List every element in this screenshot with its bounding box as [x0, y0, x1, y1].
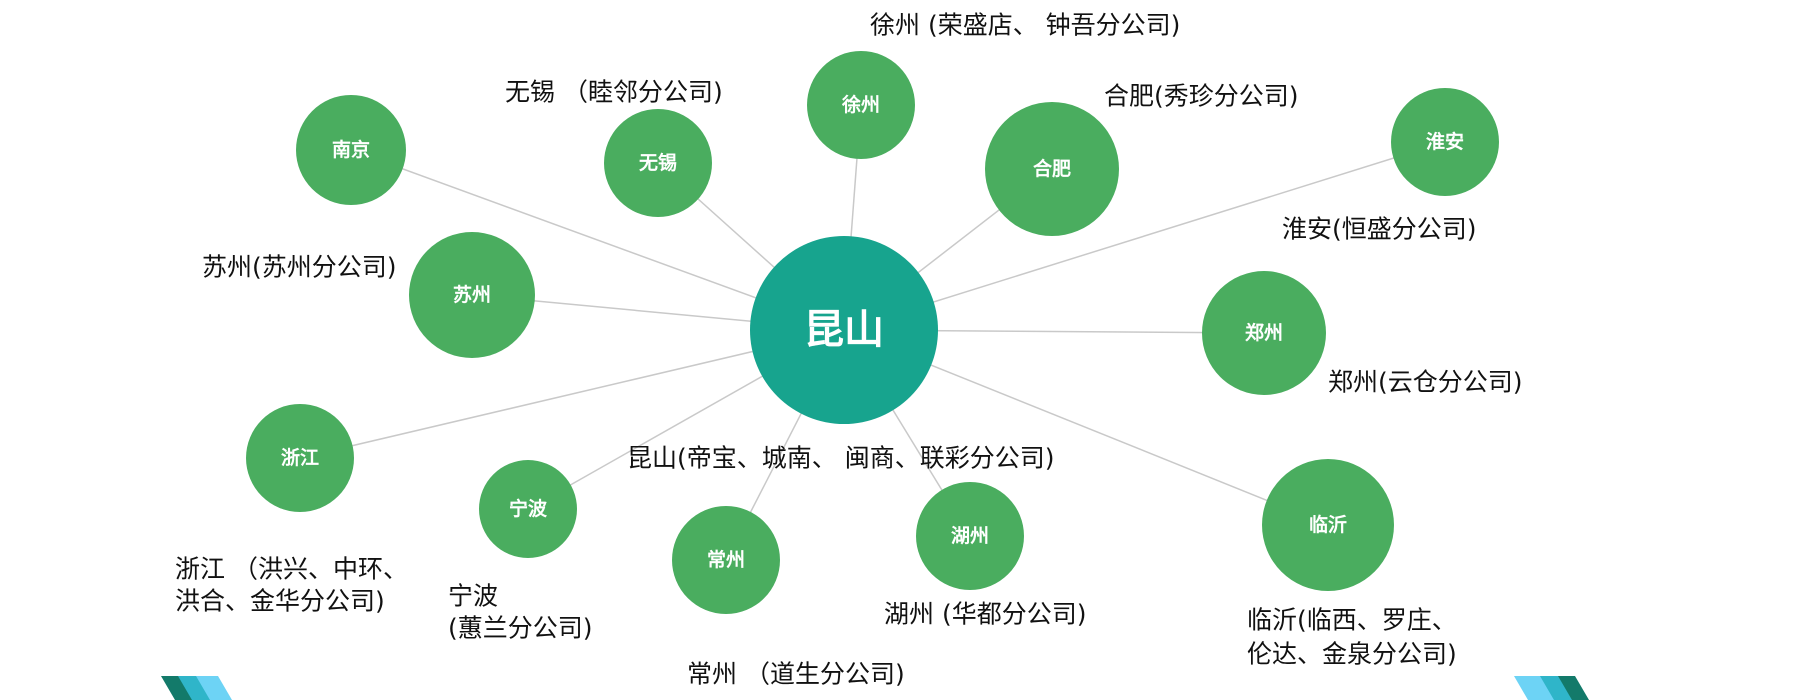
branch-label: 合肥(秀珍分公司) — [1104, 82, 1299, 111]
city-node-name: 合肥 — [1033, 157, 1071, 180]
city-node-name: 郑州 — [1245, 322, 1283, 344]
branch-label: 洪合、金华分公司) — [175, 587, 385, 616]
city-node-circle — [1391, 88, 1499, 196]
branch-label: 临沂(临西、罗庄、 — [1247, 606, 1457, 635]
city-node[interactable]: 宁波 — [479, 460, 577, 558]
city-node-name: 无锡 — [639, 151, 677, 174]
city-node[interactable]: 临沂 — [1262, 459, 1394, 591]
city-node[interactable]: 浙江 — [246, 404, 354, 512]
branch-label: (蕙兰分公司) — [448, 614, 593, 643]
city-node[interactable]: 湖州 — [916, 482, 1024, 590]
city-node[interactable]: 南京 — [296, 95, 406, 205]
city-node-name: 浙江 — [281, 446, 319, 469]
branch-label: 徐州 (荣盛店、 钟吾分公司) — [870, 11, 1180, 40]
branch-label: 宁波 — [448, 582, 498, 611]
city-node-name: 常州 — [707, 548, 745, 571]
city-node-circle — [916, 482, 1024, 590]
city-node-circle — [409, 232, 535, 358]
branch-label: 郑州(云仓分公司) — [1328, 368, 1523, 397]
city-node-name: 苏州 — [453, 283, 491, 306]
city-node-circle — [1202, 271, 1326, 395]
city-node-circle — [672, 506, 780, 614]
connector-line — [843, 141, 1446, 331]
city-node-name: 徐州 — [841, 93, 880, 116]
branch-label: 湖州 (华都分公司) — [884, 600, 1086, 629]
branch-label: 常州 （道生分公司) — [687, 660, 905, 689]
decor-bottom-left — [161, 676, 232, 700]
city-node[interactable]: 苏州 — [409, 232, 535, 358]
center-branch-label: 昆山(帝宝、城南、 闽商、联彩分公司) — [627, 444, 1054, 473]
city-node-circle — [479, 460, 577, 558]
city-node-circle — [296, 95, 406, 205]
city-node-circle — [985, 102, 1119, 236]
city-node-circle — [1262, 459, 1394, 591]
city-node[interactable]: 淮安 — [1391, 88, 1499, 196]
city-node-name: 南京 — [332, 138, 370, 161]
city-node[interactable]: 徐州 — [807, 51, 915, 159]
center-node[interactable]: 昆山 — [750, 236, 938, 424]
branch-label: 伦达、金泉分公司) — [1247, 640, 1457, 669]
center-node-circle — [750, 236, 938, 424]
branch-label: 浙江 （洪兴、中环、 — [175, 555, 408, 584]
city-node-name: 宁波 — [509, 497, 548, 520]
city-node-name: 临沂 — [1309, 513, 1347, 536]
city-node-circle — [807, 51, 915, 159]
city-node[interactable]: 无锡 — [604, 109, 712, 217]
city-node[interactable]: 常州 — [672, 506, 780, 614]
city-node[interactable]: 合肥 — [985, 102, 1119, 236]
city-node[interactable]: 郑州 — [1202, 271, 1326, 395]
city-node-circle — [246, 404, 354, 512]
city-node-name: 湖州 — [951, 525, 989, 547]
city-node-name: 淮安 — [1426, 130, 1464, 153]
branch-label: 无锡 （睦邻分公司) — [505, 78, 723, 107]
decor-bottom-right — [1514, 676, 1589, 700]
center-node-name: 昆山 — [804, 307, 884, 353]
branch-label: 淮安(恒盛分公司) — [1282, 215, 1477, 244]
branch-label: 苏州(苏州分公司) — [202, 253, 397, 282]
city-node-circle — [604, 109, 712, 217]
